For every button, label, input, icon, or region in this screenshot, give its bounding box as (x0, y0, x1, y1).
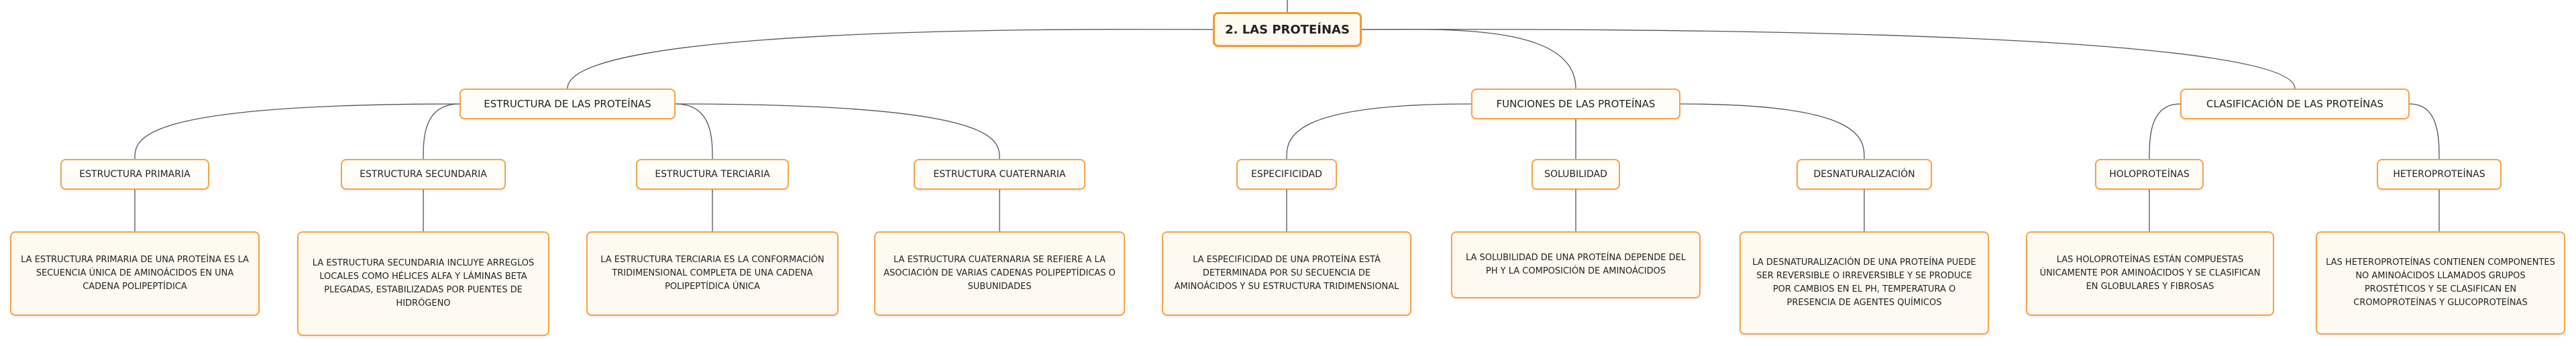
branch-edge (675, 103, 713, 160)
node-label: ESTRUCTURA CUATERNARIA (933, 169, 1066, 180)
branch-label: FUNCIONES DE LAS PROTEÍNAS (1496, 98, 1656, 110)
branch-edge (1286, 103, 1472, 160)
detail-text: LA ESTRUCTURA TERCIARIA ES LA CONFORMACI… (600, 254, 824, 292)
detail-text: LAS HOLOPROTEÍNAS ESTÁN COMPUESTAS ÚNICA… (2039, 254, 2261, 292)
detail-text: LA ESPECIFICIDAD DE UNA PROTEÍNA ESTÁ DE… (1174, 254, 1399, 292)
branch-funciones[interactable]: FUNCIONES DE LAS PROTEÍNAS (1471, 89, 1680, 119)
branch-edge (1680, 103, 1865, 160)
node-especificidad[interactable]: ESPECIFICIDAD (1236, 159, 1337, 190)
branch-edge (2409, 103, 2440, 160)
detail-desnaturalizacion: LA DESNATURALIZACIÓN DE UNA PROTEÍNA PUE… (1739, 231, 1989, 335)
detail-heteroproteinas: LAS HETEROPROTEÍNAS CONTIENEN COMPONENTE… (2316, 231, 2565, 335)
node-estructura-secundaria[interactable]: ESTRUCTURA SECUNDARIA (341, 159, 506, 190)
branch-label: ESTRUCTURA DE LAS PROTEÍNAS (484, 98, 651, 110)
detail-solubilidad: LA SOLUBILIDAD DE UNA PROTEÍNA DEPENDE D… (1451, 231, 1701, 298)
node-holoproteinas[interactable]: HOLOPROTEÍNAS (2095, 159, 2204, 190)
node-desnaturalizacion[interactable]: DESNATURALIZACIÓN (1796, 159, 1932, 190)
node-estructura-primaria[interactable]: ESTRUCTURA PRIMARIA (60, 159, 209, 190)
detail-text: LA SOLUBILIDAD DE UNA PROTEÍNA DEPENDE D… (1465, 252, 1686, 276)
detail-holoproteinas: LAS HOLOPROTEÍNAS ESTÁN COMPUESTAS ÚNICA… (2026, 231, 2274, 316)
node-label: ESTRUCTURA SECUNDARIA (360, 169, 487, 180)
node-solubilidad[interactable]: SOLUBILIDAD (1532, 159, 1620, 190)
node-label: HETEROPROTEÍNAS (2393, 169, 2485, 180)
detail-estructura-primaria: LA ESTRUCTURA PRIMARIA DE UNA PROTEÍNA E… (10, 231, 260, 316)
detail-text: LA ESTRUCTURA PRIMARIA DE UNA PROTEÍNA E… (21, 254, 249, 292)
detail-text: LA ESTRUCTURA CUATERNARIA SE REFIERE A L… (883, 254, 1116, 292)
detail-text: LAS HETEROPROTEÍNAS CONTIENEN COMPONENTE… (2326, 257, 2555, 308)
branch-estructura[interactable]: ESTRUCTURA DE LAS PROTEÍNAS (460, 89, 676, 119)
node-label: HOLOPROTEÍNAS (2109, 169, 2190, 180)
detail-text: LA DESNATURALIZACIÓN DE UNA PROTEÍNA PUE… (1752, 257, 1976, 308)
node-estructura-cuaternaria[interactable]: ESTRUCTURA CUATERNARIA (914, 159, 1085, 190)
detail-text: LA ESTRUCTURA SECUNDARIA INCLUYE ARREGLO… (312, 257, 535, 309)
node-label: DESNATURALIZACIÓN (1813, 169, 1915, 180)
root-edge (1361, 29, 1576, 89)
root-node[interactable]: 2. LAS PROTEÍNAS (1213, 12, 1362, 47)
detail-estructura-cuaternaria: LA ESTRUCTURA CUATERNARIA SE REFIERE A L… (874, 231, 1125, 316)
node-estructura-terciaria[interactable]: ESTRUCTURA TERCIARIA (636, 159, 789, 190)
branch-edge (2149, 103, 2181, 160)
root-edge (1361, 29, 2296, 89)
node-label: SOLUBILIDAD (1544, 169, 1607, 180)
node-label: ESTRUCTURA PRIMARIA (79, 169, 191, 180)
branch-edge (675, 103, 1000, 160)
node-label: ESTRUCTURA TERCIARIA (655, 169, 770, 180)
detail-estructura-secundaria: LA ESTRUCTURA SECUNDARIA INCLUYE ARREGLO… (297, 231, 549, 336)
branch-edge (423, 103, 460, 160)
node-label: ESPECIFICIDAD (1251, 169, 1322, 180)
branch-label: CLASIFICACIÓN DE LAS PROTEÍNAS (2206, 98, 2383, 110)
branch-edge (134, 103, 460, 160)
detail-especificidad: LA ESPECIFICIDAD DE UNA PROTEÍNA ESTÁ DE… (1162, 231, 1411, 316)
branch-clasificacion[interactable]: CLASIFICACIÓN DE LAS PROTEÍNAS (2180, 89, 2410, 119)
root-edge (567, 29, 1214, 89)
detail-estructura-terciaria: LA ESTRUCTURA TERCIARIA ES LA CONFORMACI… (586, 231, 839, 316)
root-label: 2. LAS PROTEÍNAS (1225, 22, 1350, 37)
node-heteroproteinas[interactable]: HETEROPROTEÍNAS (2377, 159, 2502, 190)
